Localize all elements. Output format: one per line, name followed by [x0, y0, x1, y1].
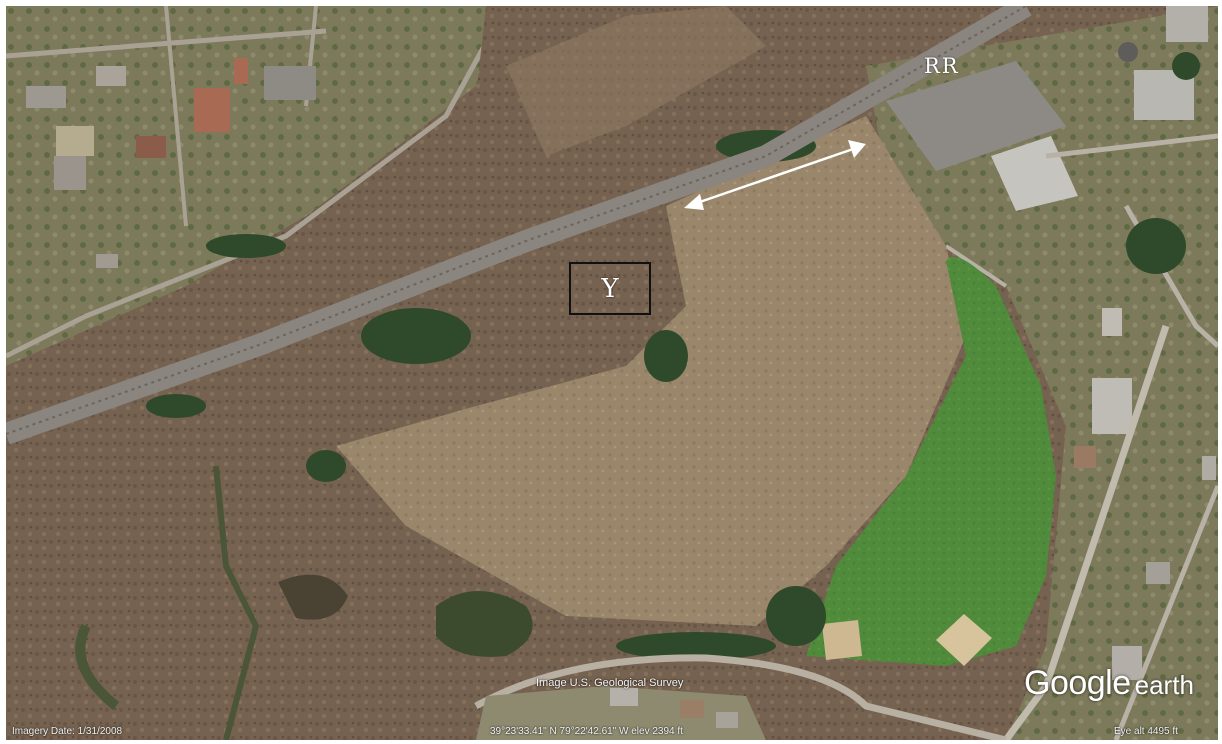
railroad-track — [6, 6, 1027, 435]
building — [610, 688, 638, 706]
label-y-box: Y — [569, 262, 651, 315]
arrowhead-left-icon — [684, 194, 704, 210]
bare-patch — [506, 6, 766, 156]
baseball-infield — [936, 614, 992, 666]
aerial-map[interactable]: RR Y Image U.S. Geological Survey Google… — [6, 6, 1218, 740]
building — [716, 712, 738, 728]
label-y: Y — [601, 273, 619, 304]
street — [944, 244, 1008, 288]
creek — [75, 623, 120, 710]
terrain-layer — [6, 6, 1218, 740]
building — [1074, 446, 1096, 468]
building — [26, 86, 66, 108]
building — [1092, 378, 1132, 434]
building — [1202, 456, 1216, 480]
south-road — [474, 654, 1007, 740]
town-east — [866, 6, 1218, 740]
building — [96, 66, 126, 86]
imagery-attribution: Image U.S. Geological Survey — [536, 677, 684, 689]
label-rr: RR — [924, 54, 960, 78]
eye-altitude: Eye alt 4495 ft — [1114, 726, 1178, 737]
yard — [56, 126, 94, 156]
warehouse — [1166, 6, 1208, 42]
street — [164, 6, 188, 227]
arrowhead-right-icon — [848, 140, 866, 158]
building — [194, 88, 230, 132]
imagery-date: Imagery Date: 1/31/2008 — [12, 726, 123, 737]
building — [1112, 646, 1142, 680]
building — [1146, 562, 1170, 584]
logo-google: Google — [1024, 664, 1131, 702]
residential-area-northwest — [6, 6, 506, 366]
tank — [1118, 42, 1138, 62]
street — [6, 28, 327, 59]
building — [54, 156, 86, 190]
building — [96, 254, 118, 268]
residential-area-south — [476, 686, 766, 740]
street — [1113, 485, 1218, 740]
pond — [436, 591, 533, 657]
building — [264, 66, 316, 100]
building — [136, 136, 166, 158]
creek — [213, 465, 260, 740]
logo-earth: earth — [1134, 670, 1194, 700]
athletic-field — [806, 256, 1056, 666]
baseball-infield — [822, 620, 862, 660]
factory-building — [886, 61, 1066, 171]
building — [680, 700, 704, 718]
status-bar: Imagery Date: 1/31/2008 39°23'33.41" N 7… — [6, 724, 1218, 740]
building — [234, 58, 248, 84]
building — [1102, 308, 1122, 336]
road-diagonal — [6, 6, 509, 359]
pond — [278, 574, 348, 620]
scrub-north-of-tracks — [336, 6, 1006, 266]
coordinates-readout: 39°23'33.41" N 79°22'42.61" W elev 2394 … — [490, 726, 683, 737]
double-arrow-annotation — [684, 140, 866, 210]
street — [1045, 133, 1218, 159]
main-road — [1003, 324, 1170, 740]
